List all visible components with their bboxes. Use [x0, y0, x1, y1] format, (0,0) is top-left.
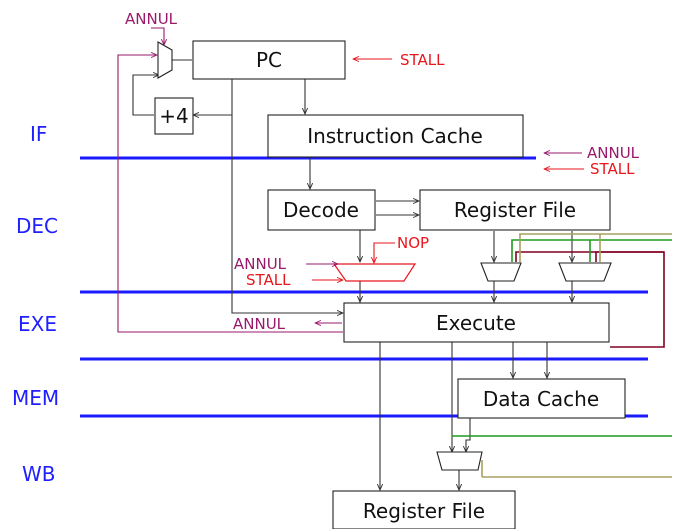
stage-labels: IF DEC EXE MEM WB [12, 122, 59, 486]
regfile-read-block [419, 189, 611, 231]
bypass-green-upper [511, 239, 672, 262]
nop-wire [374, 242, 395, 263]
dcache-block [457, 378, 626, 419]
stage-label-dec: DEC [16, 214, 58, 238]
stall-label-pc: STALL [400, 51, 445, 69]
regfile-read-label: Register File [454, 198, 576, 222]
plus4-block [154, 97, 194, 135]
annul-label-pc: ANNUL [125, 10, 178, 28]
regfile-write-block [332, 490, 516, 529]
icache-block [267, 114, 524, 158]
decode-label: Decode [283, 198, 359, 222]
decode-block [267, 189, 376, 231]
pc-block [192, 40, 346, 80]
bypass-mux-1-shape [480, 262, 522, 282]
nop-mux [332, 263, 417, 282]
stall-label-if: STALL [590, 160, 635, 178]
plus4-label: +4 [159, 104, 188, 128]
stall-signals: STALL STALL STALL NOP [246, 51, 635, 289]
muxes [157, 41, 612, 471]
wire-pc-to-plus4 [193, 79, 233, 115]
execute-block [343, 302, 610, 343]
annul-signals: ANNUL ANNUL ANNUL ANNUL [117, 10, 640, 333]
wb-mux [436, 451, 483, 471]
annul-wire-pc [151, 27, 164, 45]
bypass-dark-a [515, 251, 664, 262]
stage-label-exe: EXE [18, 312, 57, 336]
bypass-wires [452, 233, 672, 478]
wire-plus4-to-mux [132, 75, 159, 116]
pc-label: PC [256, 48, 282, 72]
stage-label-mem: MEM [12, 386, 59, 410]
bypass-olive-upper [519, 233, 672, 262]
annul-feedback-loop [117, 55, 343, 333]
stage-label-if: IF [30, 122, 47, 146]
wire-dcache-to-wbmux [466, 418, 471, 452]
execute-label: Execute [436, 311, 516, 335]
annul-label-dec: ANNUL [234, 255, 287, 273]
block-labels: PC +4 Instruction Cache Decode Register … [159, 48, 599, 523]
bypass-mux-2-shape [558, 262, 612, 282]
annul-label-exe: ANNUL [233, 315, 286, 333]
nop-label: NOP [397, 234, 429, 252]
annul-label-if: ANNUL [587, 144, 640, 162]
icache-label: Instruction Cache [307, 124, 483, 148]
blocks [154, 40, 626, 529]
pc-mux [157, 41, 173, 79]
wire-pc-to-execute [231, 115, 343, 313]
stall-label-dec: STALL [246, 271, 291, 289]
dcache-label: Data Cache [483, 387, 599, 411]
stage-label-wb: WB [22, 462, 56, 486]
regfile-write-label: Register File [363, 499, 485, 523]
wires [132, 59, 572, 490]
